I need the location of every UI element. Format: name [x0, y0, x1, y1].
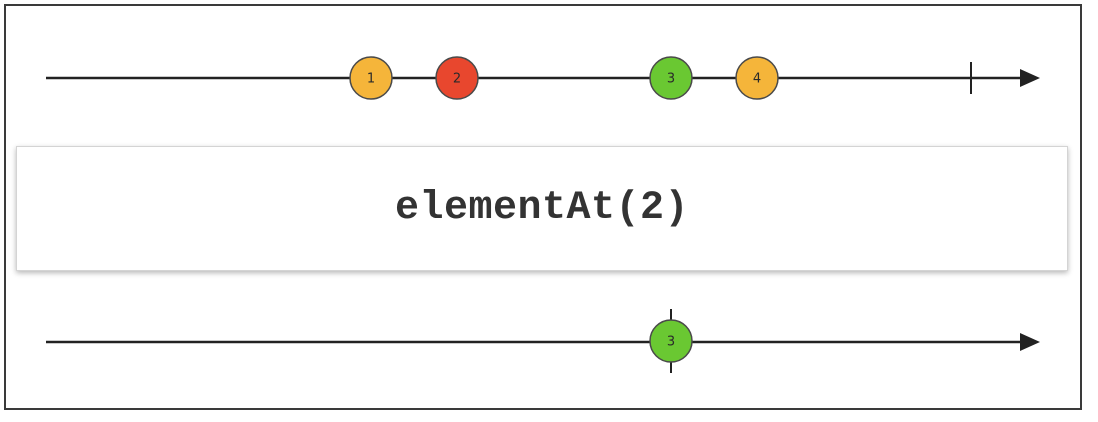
output-marble-circle — [649, 319, 693, 363]
output-timeline-arrowhead — [1020, 333, 1040, 351]
input-marble-label: 3 — [667, 72, 675, 87]
input-marble-1: 1 — [349, 56, 393, 100]
operator-label: elementAt(2) — [394, 186, 690, 231]
output-marble-label: 3 — [667, 335, 675, 350]
output-marble-3: 3 — [649, 319, 693, 363]
input-marble-3: 3 — [649, 56, 693, 100]
input-timeline-arrowhead — [1020, 69, 1040, 87]
input-marble-label: 4 — [753, 72, 761, 87]
input-marble-circle — [349, 56, 393, 100]
output-marbles: 3 — [649, 319, 693, 363]
input-marble-2: 2 — [435, 56, 479, 100]
input-marble-label: 2 — [453, 72, 461, 87]
input-marble-4: 4 — [735, 56, 779, 100]
operator-box: elementAt(2) — [16, 146, 1068, 271]
input-marbles: 1 2 3 4 — [349, 56, 779, 100]
input-marble-circle — [735, 56, 779, 100]
input-marble-circle — [649, 56, 693, 100]
input-marble-circle — [435, 56, 479, 100]
input-timeline: 1 2 3 4 — [46, 56, 1040, 100]
input-marble-label: 1 — [367, 72, 375, 87]
output-timeline: 3 — [46, 309, 1040, 373]
